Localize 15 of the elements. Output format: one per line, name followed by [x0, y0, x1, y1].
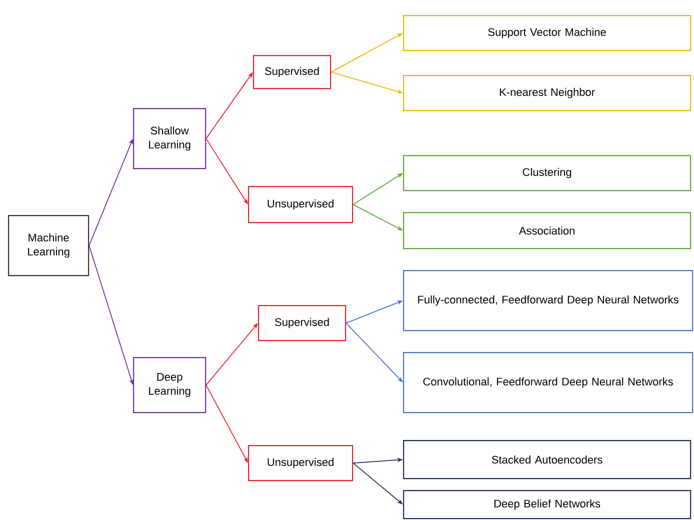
method-box: Deep Belief Networks: [403, 490, 692, 520]
method-box: Clustering: [403, 155, 692, 192]
root-box: Machine Learning: [8, 215, 90, 276]
category-box: Deep Learning: [133, 357, 206, 414]
method-box: Fully-connected, Feedforward Deep Neural Networks: [403, 270, 694, 332]
branch-box: Supervised: [258, 305, 346, 342]
method-box: K-nearest Neighbor: [403, 75, 692, 112]
method-box: Association: [403, 212, 692, 250]
branch-box: Unsupervised: [248, 186, 354, 224]
branch-box: Supervised: [253, 55, 332, 90]
method-box: Convolutional, Feedforward Deep Neural Networks: [403, 352, 694, 414]
method-box: Stacked Autoencoders: [403, 440, 692, 480]
category-box: Shallow Learning: [133, 108, 206, 170]
method-box: Support Vector Machine: [403, 15, 692, 52]
branch-box: Unsupervised: [248, 445, 354, 482]
